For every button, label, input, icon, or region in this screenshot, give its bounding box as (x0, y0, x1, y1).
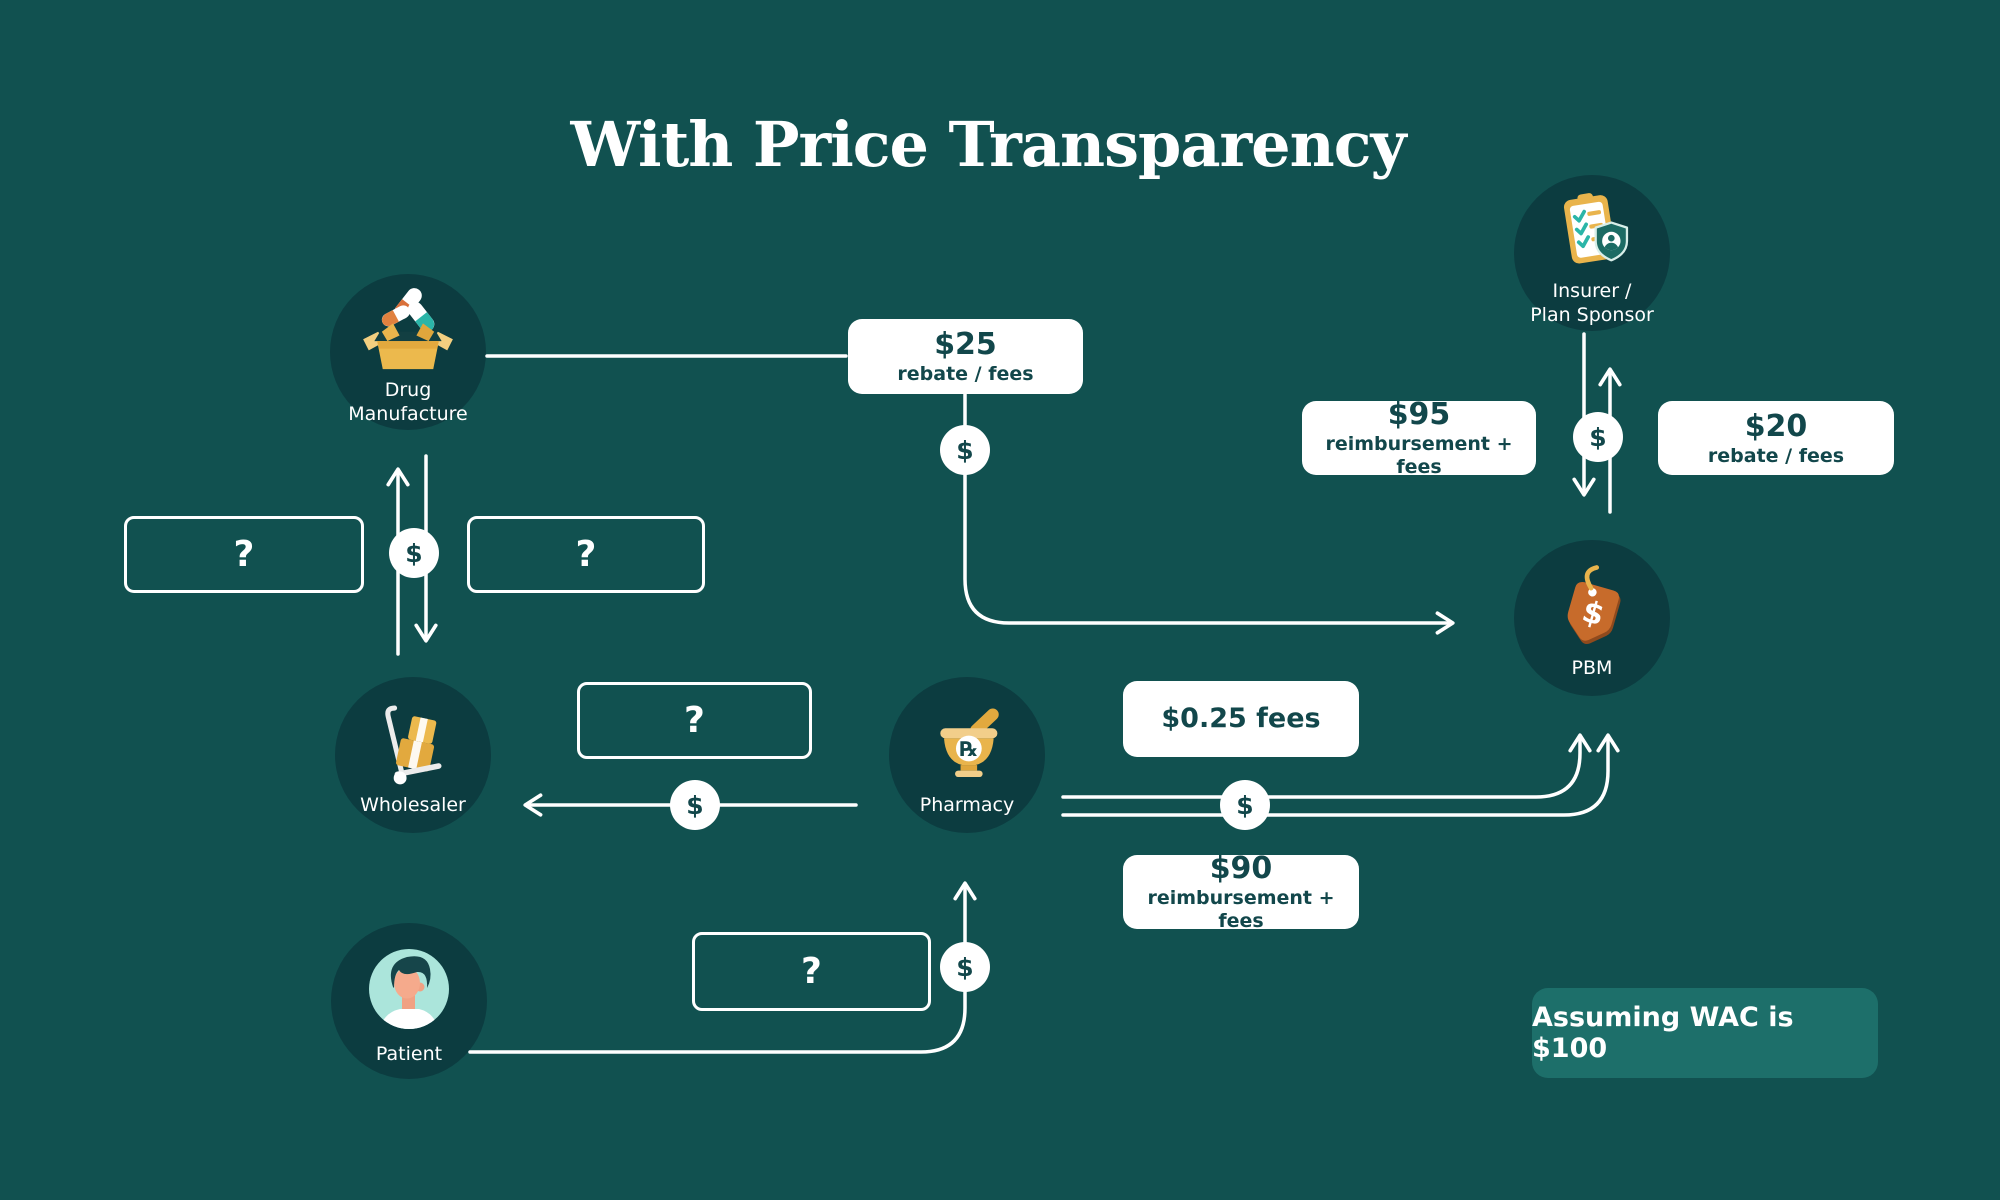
dollar-marker-pharmacy-pbm: $ (1220, 780, 1270, 830)
node-label-pharmacy: Pharmacy (919, 793, 1015, 816)
arrow-patient-to-pharmacy (468, 881, 977, 1054)
rx-glyph: ℞ (960, 737, 978, 761)
mortar-pestle-icon: ℞ (921, 695, 1013, 791)
node-label-wholesaler: Wholesaler (360, 793, 466, 816)
arrow-pharmacy-to-pbm-upper (1061, 733, 1592, 799)
arrow-pharmacy-to-pbm-lower (1061, 733, 1620, 817)
node-drug-manufacturer: Drug Manufacture (330, 274, 486, 430)
arrow-rebate-to-pbm (963, 392, 1455, 635)
node-insurer-plan-sponsor: Insurer / Plan Sponsor (1514, 175, 1670, 331)
unknown-box-manufacturer-wholesaler-left: ? (124, 516, 364, 593)
unknown-box-patient-pharmacy: ? (692, 932, 931, 1011)
node-label-insurer: Insurer / Plan Sponsor (1530, 279, 1654, 326)
node-label-pbm: PBM (1571, 656, 1613, 679)
wac-assumption-note: Assuming WAC is $100 (1532, 988, 1878, 1078)
page-title: With Price Transparency (570, 108, 1407, 181)
label-20-rebate-fees: $20 rebate / fees (1658, 401, 1894, 475)
node-pharmacy: ℞ Pharmacy (889, 677, 1045, 833)
insurance-clipboard-shield-icon (1546, 181, 1638, 277)
label-25-rebate-fees: $25 rebate / fees (848, 319, 1083, 394)
price-tag-icon: $ (1545, 558, 1639, 654)
node-patient: Patient (331, 923, 487, 1079)
unknown-box-manufacturer-wholesaler-right: ? (467, 516, 705, 593)
node-pbm: $ PBM (1514, 540, 1670, 696)
label-90-reimbursement-fees: $90 reimbursement + fees (1123, 851, 1359, 932)
node-label-patient: Patient (375, 1042, 443, 1065)
dollar-marker-pharmacy-wholesaler: $ (670, 780, 720, 830)
hand-truck-icon (367, 695, 459, 791)
unknown-box-pharmacy-wholesaler: ? (577, 682, 812, 759)
label-025-fees: $0.25 fees (1123, 681, 1359, 757)
dollar-marker-insurer-pbm: $ (1573, 412, 1623, 462)
patient-avatar-icon (359, 938, 459, 1040)
dollar-marker-manufacturer-pbm: $ (940, 425, 990, 475)
dollar-marker-manufacturer-wholesaler: $ (389, 528, 439, 578)
node-wholesaler: Wholesaler (335, 677, 491, 833)
drug-box-icon (361, 280, 455, 376)
dollar-marker-patient-pharmacy: $ (940, 942, 990, 992)
node-label-drug-manufacturer: Drug Manufacture (348, 378, 468, 425)
label-95-reimbursement-fees: $95 reimbursement + fees (1302, 397, 1536, 478)
